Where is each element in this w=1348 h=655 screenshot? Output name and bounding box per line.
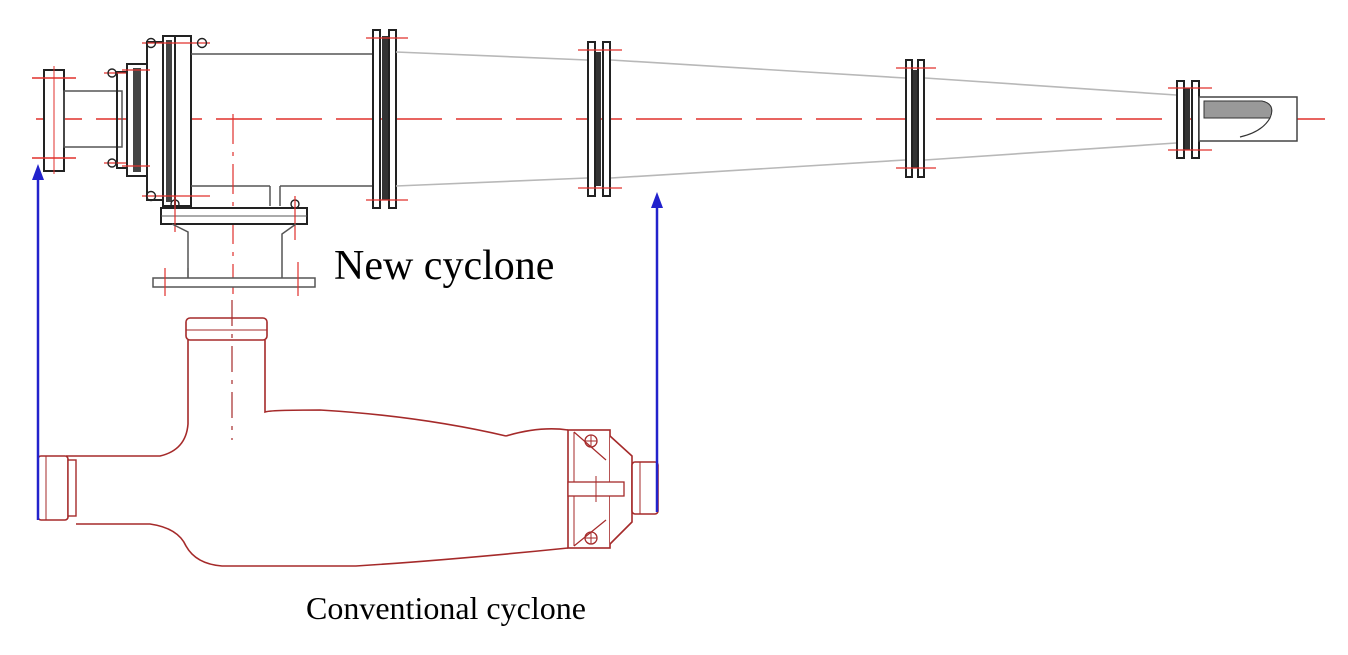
underflow-nozzle <box>1198 96 1298 142</box>
cone-flange-1 <box>366 29 408 209</box>
length-arrow-left <box>32 164 44 520</box>
conventional-cyclone-drawing <box>37 300 659 567</box>
cylinder-body <box>191 53 374 300</box>
cone-flange-2 <box>578 41 622 197</box>
side-outlet <box>152 196 316 296</box>
conventional-inlet-pipe <box>66 300 507 457</box>
inlet-flange <box>32 66 76 174</box>
conventional-body <box>76 428 569 567</box>
length-arrow-right <box>651 192 663 512</box>
cone-flange-3 <box>896 59 936 178</box>
underflow-flange <box>1168 80 1212 159</box>
conventional-end-flange <box>37 455 77 521</box>
new-cyclone-label: New cyclone <box>334 243 555 289</box>
conventional-cyclone-label: Conventional cyclone <box>306 590 586 626</box>
cone-outline <box>395 51 1177 187</box>
conventional-apex <box>567 429 659 549</box>
body-flange-pair <box>122 35 210 207</box>
new-cyclone-drawing <box>32 29 1325 300</box>
